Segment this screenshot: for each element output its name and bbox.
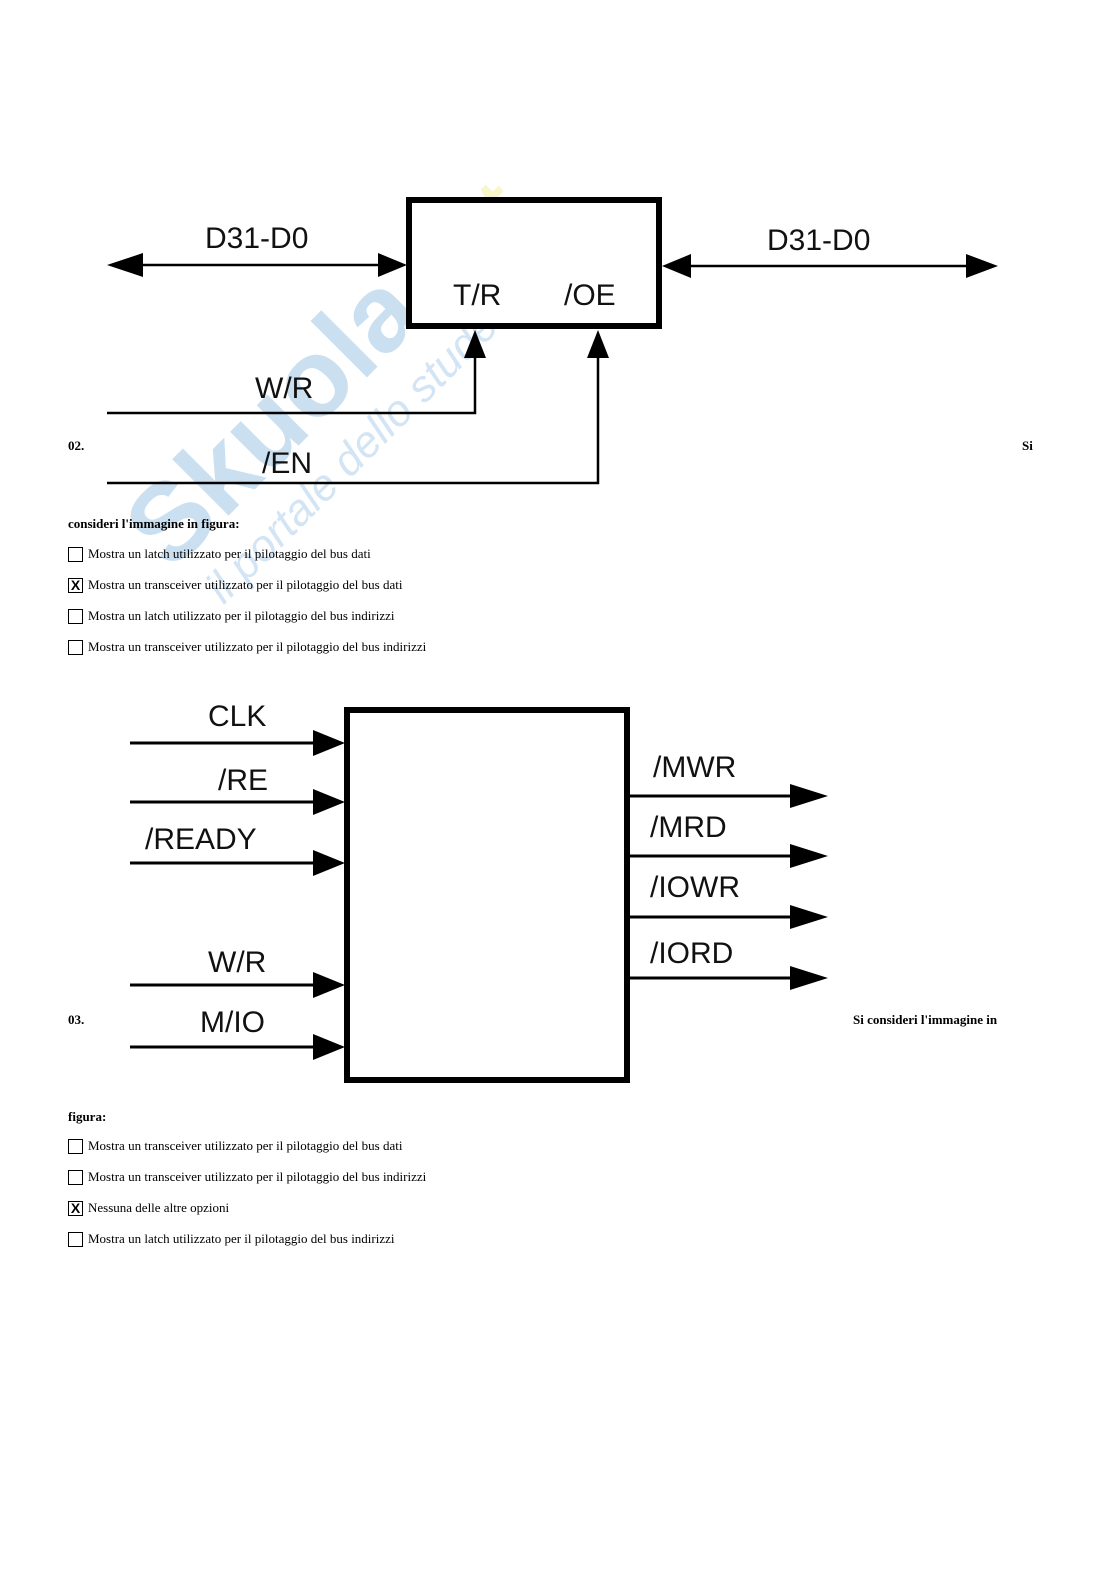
input-arrow-mio	[313, 1034, 345, 1060]
wr-arrow	[464, 330, 486, 358]
output-arrow-iowr	[790, 905, 828, 929]
left-bus-label: D31-D0	[205, 222, 308, 255]
input-label-re: /RE	[218, 764, 268, 797]
answer-option[interactable]: Mostra un transceiver utilizzato per il …	[68, 1168, 426, 1186]
question-text: figura:	[68, 1109, 107, 1124]
input-arrow-wr	[313, 972, 345, 998]
answer-option[interactable]: Mostra un latch utilizzato per il pilota…	[68, 1230, 395, 1248]
en-control-line	[107, 355, 600, 485]
right-bus-arrow-left	[662, 254, 691, 278]
option-label: Nessuna delle altre opzioni	[88, 1200, 230, 1215]
checkbox[interactable]	[68, 1231, 83, 1247]
transceiver-box	[406, 197, 662, 329]
right-bus-label: D31-D0	[767, 224, 870, 257]
right-bus-arrow-right	[966, 254, 998, 278]
question-number: 03.	[68, 1012, 85, 1027]
output-label-mrd: /MRD	[650, 811, 727, 844]
output-arrow-mrd	[790, 844, 828, 868]
input-label-wr: W/R	[208, 946, 266, 979]
input-label-mio: M/IO	[200, 1006, 265, 1039]
answer-option[interactable]: Mostra un transceiver utilizzato per il …	[68, 1137, 402, 1155]
input-arrow-clk	[313, 730, 345, 756]
question-text-start: Si	[1022, 438, 1033, 453]
input-arrow-re	[313, 789, 345, 815]
output-label-mwr: /MWR	[653, 751, 736, 784]
en-arrow	[587, 330, 609, 358]
output-arrow-iord	[790, 966, 828, 990]
controller-box	[344, 707, 630, 1083]
left-bus-arrow-left	[107, 253, 143, 277]
answer-option[interactable]: Mostra un transceiver utilizzato per il …	[68, 638, 426, 656]
checkbox[interactable]	[68, 546, 83, 562]
option-label: Mostra un latch utilizzato per il pilota…	[88, 608, 395, 623]
answer-option[interactable]: Mostra un latch utilizzato per il pilota…	[68, 545, 371, 563]
option-label: Mostra un latch utilizzato per il pilota…	[88, 546, 371, 561]
checkbox[interactable]	[68, 1169, 83, 1185]
answer-option[interactable]: X Nessuna delle altre opzioni	[68, 1199, 229, 1217]
pin-oe-label: /OE	[564, 279, 616, 312]
output-arrow-mwr	[790, 784, 828, 808]
input-label-ready: /READY	[145, 823, 257, 856]
answer-option[interactable]: X Mostra un transceiver utilizzato per i…	[68, 576, 402, 594]
checkbox-checked[interactable]: X	[68, 577, 83, 593]
output-label-iowr: /IOWR	[650, 871, 740, 904]
transceiver-diagram: D31-D0 D31-D0 T/R /OE W/R /EN	[107, 197, 998, 485]
option-label: Mostra un transceiver utilizzato per il …	[88, 639, 427, 654]
input-arrow-ready	[313, 850, 345, 876]
left-bus-arrow-right	[378, 253, 407, 277]
question-text-start: Si consideri l'immagine in	[853, 1012, 998, 1027]
bus-controller-diagram: CLK /RE /READY W/R M/IO /MWR /MRD /IOWR …	[130, 700, 828, 1083]
output-label-iord: /IORD	[650, 937, 733, 970]
en-label: /EN	[262, 447, 312, 480]
checkbox-checked[interactable]: X	[68, 1200, 83, 1216]
option-label: Mostra un transceiver utilizzato per il …	[88, 577, 403, 592]
checkbox[interactable]	[68, 608, 83, 624]
option-label: Mostra un transceiver utilizzato per il …	[88, 1138, 403, 1153]
question-text: consideri l'immagine in figura:	[68, 516, 240, 531]
input-label-clk: CLK	[208, 700, 266, 733]
checkbox[interactable]	[68, 1138, 83, 1154]
pin-tr-label: T/R	[453, 279, 501, 312]
answer-option[interactable]: Mostra un latch utilizzato per il pilota…	[68, 607, 395, 625]
wr-label: W/R	[255, 372, 313, 405]
question-number: 02.	[68, 438, 85, 453]
option-label: Mostra un transceiver utilizzato per il …	[88, 1169, 427, 1184]
wr-control-line	[107, 355, 477, 415]
checkbox[interactable]	[68, 639, 83, 655]
option-label: Mostra un latch utilizzato per il pilota…	[88, 1231, 395, 1246]
